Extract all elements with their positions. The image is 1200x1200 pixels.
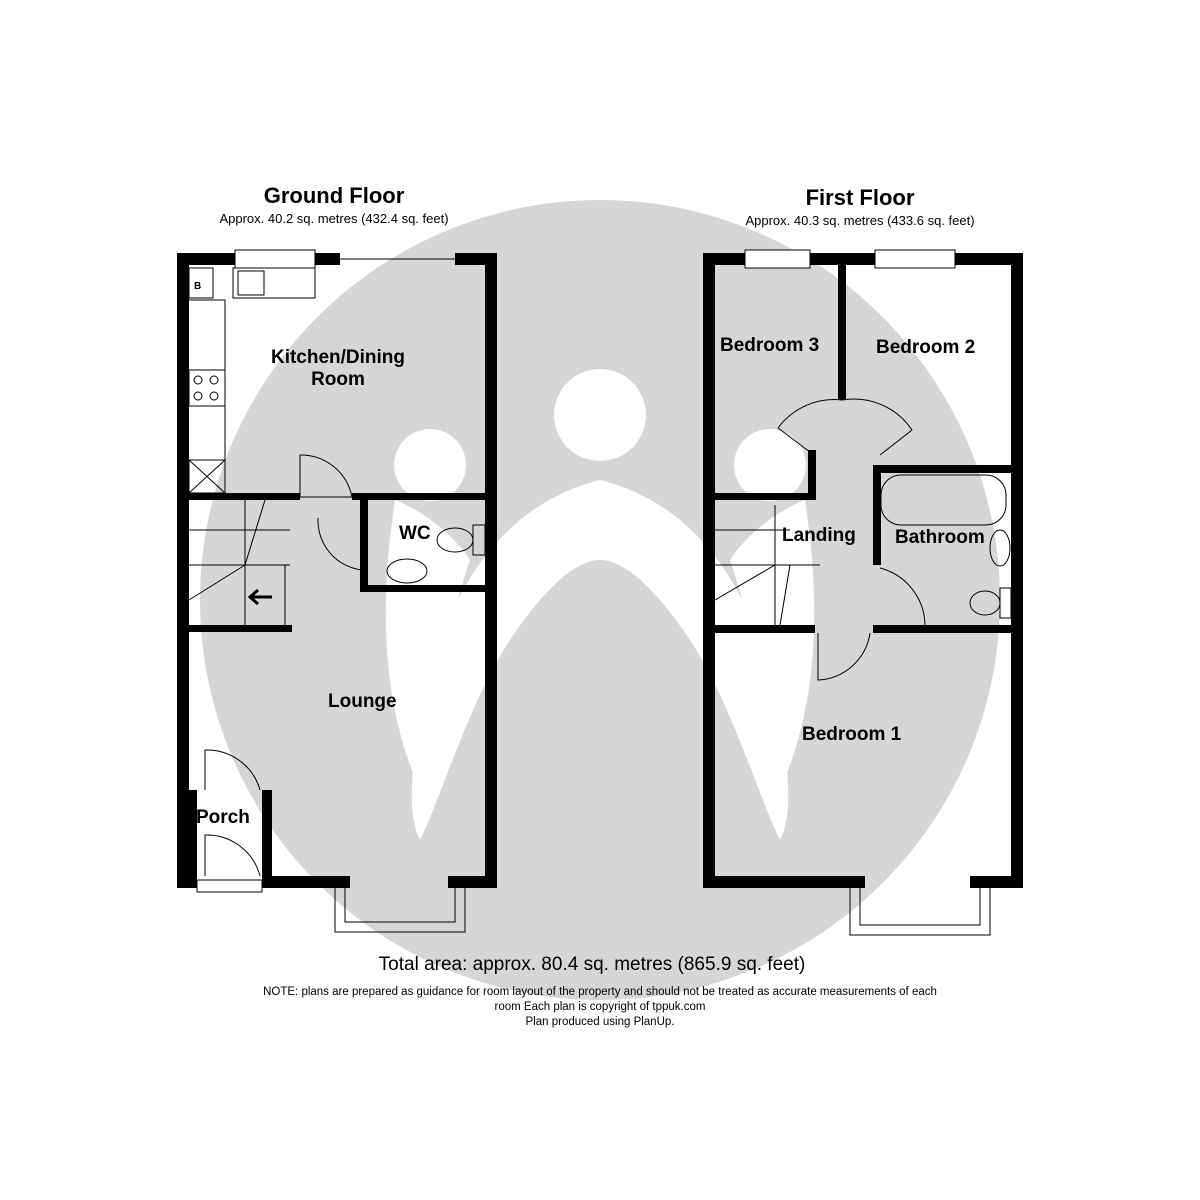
ground-stairs — [188, 499, 290, 625]
kitchen-sink-icon — [232, 267, 316, 299]
ground-floor-area: Approx. 40.2 sq. metres (432.4 sq. feet) — [219, 211, 449, 226]
note-line-2: room Each plan is copyright of tppuk.com — [494, 1001, 706, 1013]
first-floor-title: First Floor — [805, 185, 915, 210]
boiler-label: B — [194, 281, 202, 292]
first-floor-area: Approx. 40.3 sq. metres (433.6 sq. feet) — [745, 213, 975, 228]
room-label-wc: WC — [399, 523, 431, 544]
porch-door-swing — [204, 749, 261, 791]
room-label-kitchen: Kitchen/Dining Room — [270, 347, 406, 390]
stairs-arrow-icon — [247, 588, 272, 606]
bedroom1-bay-window — [849, 888, 991, 936]
lounge-bay-window — [334, 888, 466, 933]
bath-icon — [880, 474, 1007, 526]
room-label-landing: Landing — [782, 525, 856, 546]
hob-icon — [188, 369, 226, 407]
bathroom-door-swing — [879, 567, 926, 626]
bedroom2-window — [874, 249, 956, 269]
note-line-1: NOTE: plans are prepared as guidance for… — [263, 986, 937, 998]
room-label-porch: Porch — [196, 807, 250, 828]
porch-door — [196, 879, 263, 893]
bedroom-doors-swing — [777, 398, 913, 456]
room-label-bedroom3: Bedroom 3 — [720, 335, 820, 356]
room-label-lounge: Lounge — [328, 691, 397, 712]
room-label-bedroom2: Bedroom 2 — [876, 337, 976, 358]
ground-floor-title: Ground Floor — [263, 183, 405, 208]
ground-floor-plan — [177, 253, 497, 888]
wc-door-swing — [317, 517, 363, 571]
first-floor-plan — [703, 253, 1023, 888]
kitchen-door-swing — [299, 454, 353, 498]
wc-basin-icon — [386, 558, 428, 584]
total-area: Total area: approx. 80.4 sq. metres (865… — [378, 954, 806, 975]
room-label-bathroom: Bathroom — [895, 527, 985, 548]
basin-icon — [989, 529, 1011, 567]
bedroom1-door-swing — [817, 632, 871, 681]
watermark-logo — [200, 200, 1000, 1000]
kitchen-window — [234, 249, 316, 269]
boiler-icon — [188, 267, 214, 299]
first-floor-stairs — [714, 505, 820, 626]
room-label-bedroom1: Bedroom 1 — [802, 724, 902, 745]
note-line-3: Plan produced using PlanUp. — [525, 1016, 675, 1028]
bedroom3-window — [744, 249, 811, 269]
